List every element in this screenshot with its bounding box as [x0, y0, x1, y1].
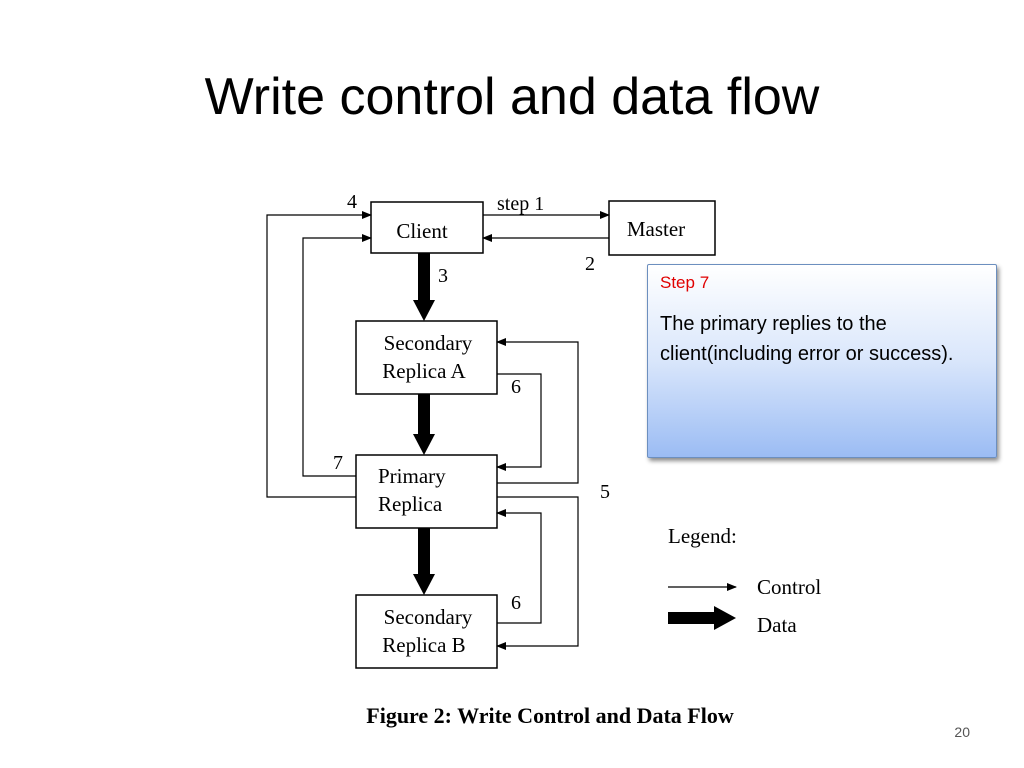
secondary-replica-a-node: Secondary Replica A — [355, 320, 498, 395]
secondary-b-label-1: Secondary — [384, 605, 473, 629]
label-step1: step 1 — [497, 193, 544, 215]
secondary-a-label-1: Secondary — [384, 331, 473, 355]
callout-body: The primary replies to the client(includ… — [660, 313, 954, 365]
primary-replica-node: Primary Replica — [355, 454, 498, 529]
control-arrow-step5-a — [496, 338, 579, 484]
data-arrow-client-to-secondary-a — [413, 253, 435, 321]
page-number: 20 — [954, 724, 970, 740]
callout-title: Step 7 — [660, 273, 710, 292]
control-arrow-step6-a — [496, 373, 542, 471]
client-label: Client — [396, 219, 447, 243]
client-node: Client — [370, 201, 484, 254]
legend: Legend: Control Data — [668, 524, 821, 637]
primary-label-1: Primary — [378, 464, 446, 488]
secondary-b-label-2: Replica B — [382, 633, 465, 657]
data-arrow-primary-to-secondary-b — [413, 528, 435, 595]
label-step5: 5 — [600, 481, 610, 503]
slide-title: Write control and data flow — [204, 68, 820, 126]
primary-label-2: Replica — [378, 492, 443, 516]
control-arrow-step7 — [302, 234, 372, 477]
secondary-a-label-2: Replica A — [382, 359, 466, 383]
data-arrow-secondary-a-to-primary — [413, 394, 435, 455]
legend-title: Legend: — [668, 524, 737, 548]
master-node: Master — [608, 200, 716, 256]
legend-control-label: Control — [757, 575, 821, 599]
master-label: Master — [627, 217, 685, 241]
label-step6-a: 6 — [511, 376, 521, 398]
legend-data-arrow — [668, 606, 736, 630]
control-arrow-step6-b — [496, 509, 542, 624]
label-step4: 4 — [347, 191, 357, 213]
control-arrow-step5-b — [496, 496, 579, 650]
label-step2: 2 — [585, 253, 595, 275]
label-step6-b: 6 — [511, 592, 521, 614]
label-step7: 7 — [333, 452, 343, 474]
label-step3: 3 — [438, 265, 448, 287]
legend-data-label: Data — [757, 613, 797, 637]
step-callout: Step 7 The primary replies to the client… — [647, 264, 997, 458]
control-arrow-step4 — [266, 211, 372, 498]
secondary-replica-b-node: Secondary Replica B — [355, 594, 498, 669]
figure-caption: Figure 2: Write Control and Data Flow — [366, 703, 734, 728]
